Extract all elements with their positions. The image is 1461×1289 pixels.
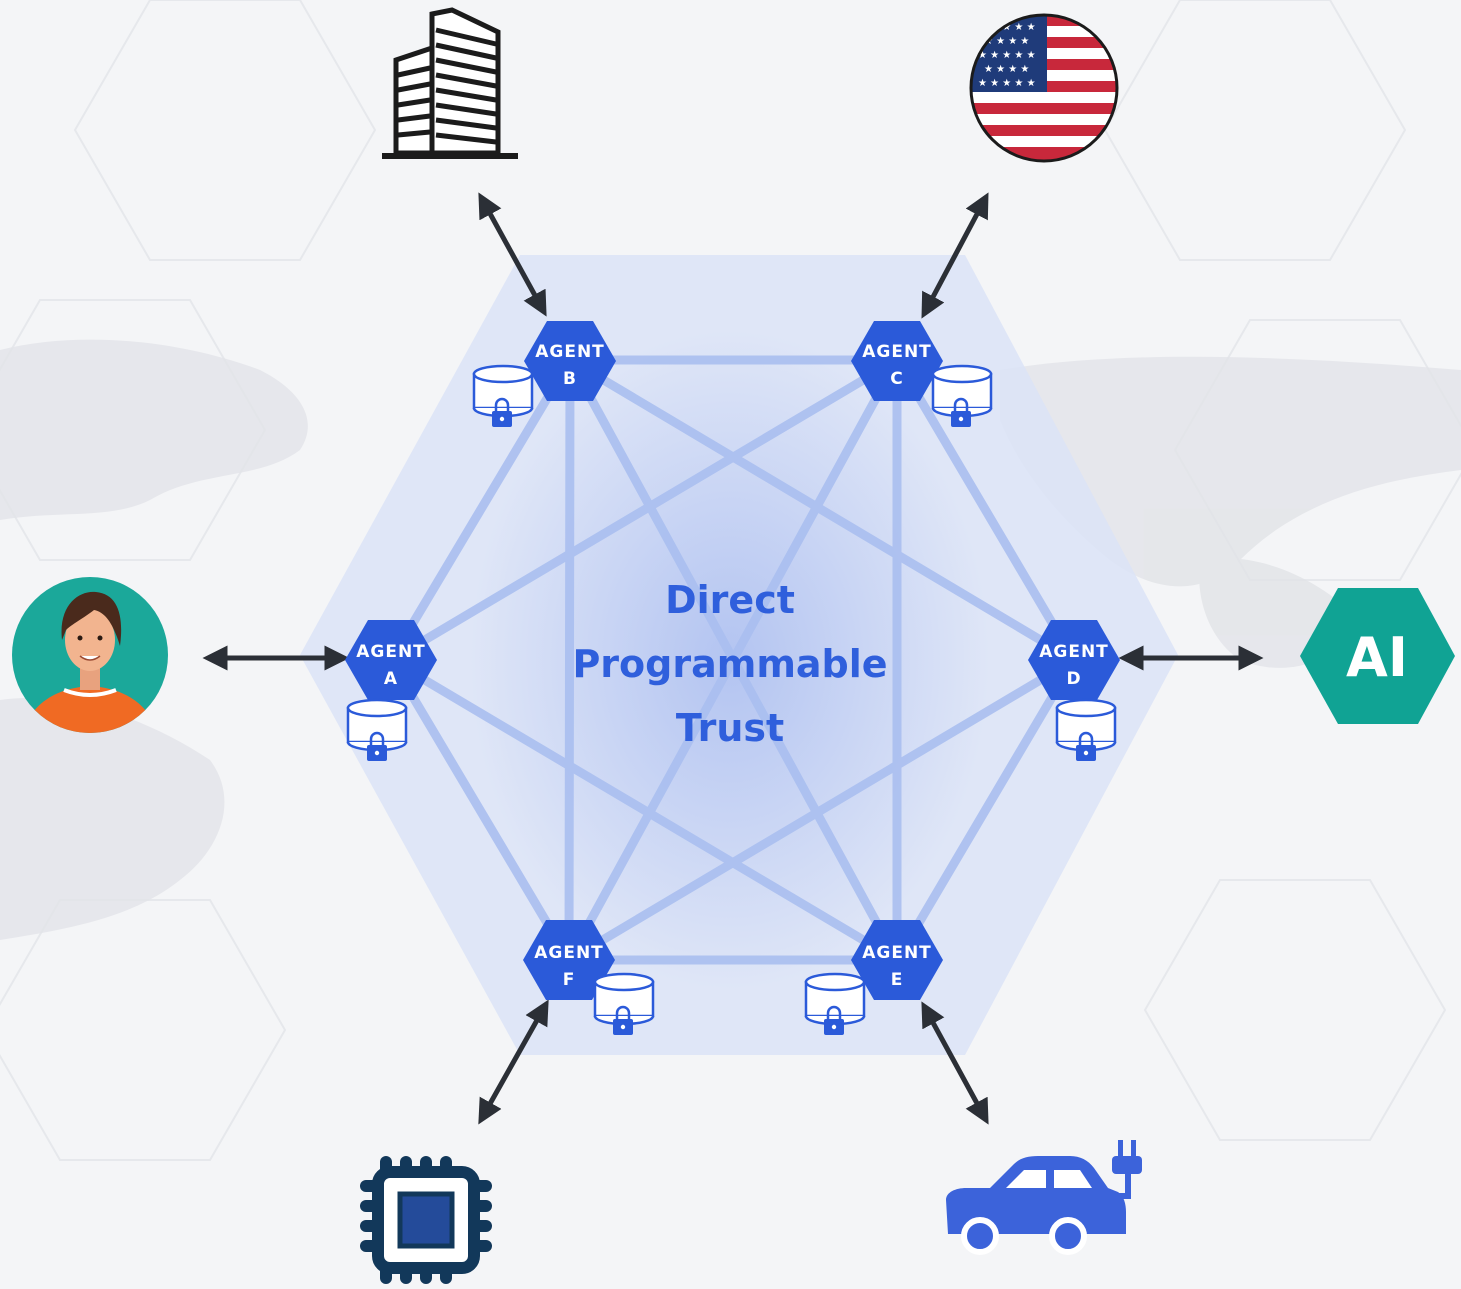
svg-text:★ ★ ★ ★ ★: ★ ★ ★ ★ ★ <box>978 22 1036 33</box>
svg-text:F: F <box>563 970 576 990</box>
svg-text:AGENT: AGENT <box>862 342 932 362</box>
agent-c-node[interactable]: AGENT C <box>851 321 943 401</box>
office-building-icon[interactable] <box>382 7 518 159</box>
svg-text:D: D <box>1066 669 1081 689</box>
agent-c-secure-database-icon <box>931 364 993 427</box>
diagram-title: Direct Programmable Trust <box>530 568 930 760</box>
title-line-2: Programmable <box>572 642 888 686</box>
agent-b-secure-database-icon <box>472 364 534 427</box>
svg-text:AGENT: AGENT <box>1039 642 1109 662</box>
svg-text:AGENT: AGENT <box>535 342 605 362</box>
arrow-agent-c-flag <box>921 192 989 319</box>
agent-f-node[interactable]: AGENT F <box>523 920 615 1000</box>
svg-text:★ ★ ★ ★: ★ ★ ★ ★ <box>984 64 1029 75</box>
connection-arrows <box>202 192 1264 1125</box>
electric-car-icon[interactable] <box>946 1140 1142 1255</box>
arrow-agent-e-car <box>921 1001 989 1125</box>
agent-e-secure-database-icon <box>804 972 866 1035</box>
microchip-icon[interactable] <box>360 1156 492 1284</box>
svg-text:AGENT: AGENT <box>356 642 426 662</box>
agent-a-secure-database-icon <box>346 698 408 761</box>
title-line-1: Direct <box>665 578 795 622</box>
svg-text:AGENT: AGENT <box>534 943 604 963</box>
svg-text:A: A <box>384 669 398 689</box>
svg-text:★ ★ ★ ★ ★: ★ ★ ★ ★ ★ <box>978 50 1036 61</box>
svg-text:AGENT: AGENT <box>862 943 932 963</box>
svg-text:★ ★ ★ ★: ★ ★ ★ ★ <box>984 36 1029 47</box>
title-line-3: Trust <box>675 706 785 750</box>
arrow-agent-f-chip <box>478 999 549 1125</box>
svg-text:B: B <box>563 369 577 389</box>
agent-d-node[interactable]: AGENT D <box>1028 620 1120 700</box>
ai-hexagon-icon[interactable]: AI <box>1300 588 1455 724</box>
arrow-agent-b-building <box>478 192 547 317</box>
us-flag-icon[interactable]: ★ ★ ★ ★ ★ ★ ★ ★ ★ ★ ★ ★ ★ ★ ★ ★ ★ ★ ★ ★ … <box>969 13 1119 163</box>
svg-text:C: C <box>890 369 903 389</box>
agent-f-secure-database-icon <box>593 972 655 1035</box>
agent-b-node[interactable]: AGENT B <box>524 321 616 401</box>
agent-a-node[interactable]: AGENT A <box>345 620 437 700</box>
agent-d-secure-database-icon <box>1055 698 1117 761</box>
agent-e-node[interactable]: AGENT E <box>851 920 943 1000</box>
person-avatar-icon[interactable] <box>12 577 168 740</box>
svg-text:E: E <box>891 970 904 990</box>
svg-text:AI: AI <box>1346 626 1408 689</box>
agent-mesh-links <box>386 355 1079 965</box>
svg-text:★ ★ ★ ★ ★: ★ ★ ★ ★ ★ <box>978 78 1036 89</box>
